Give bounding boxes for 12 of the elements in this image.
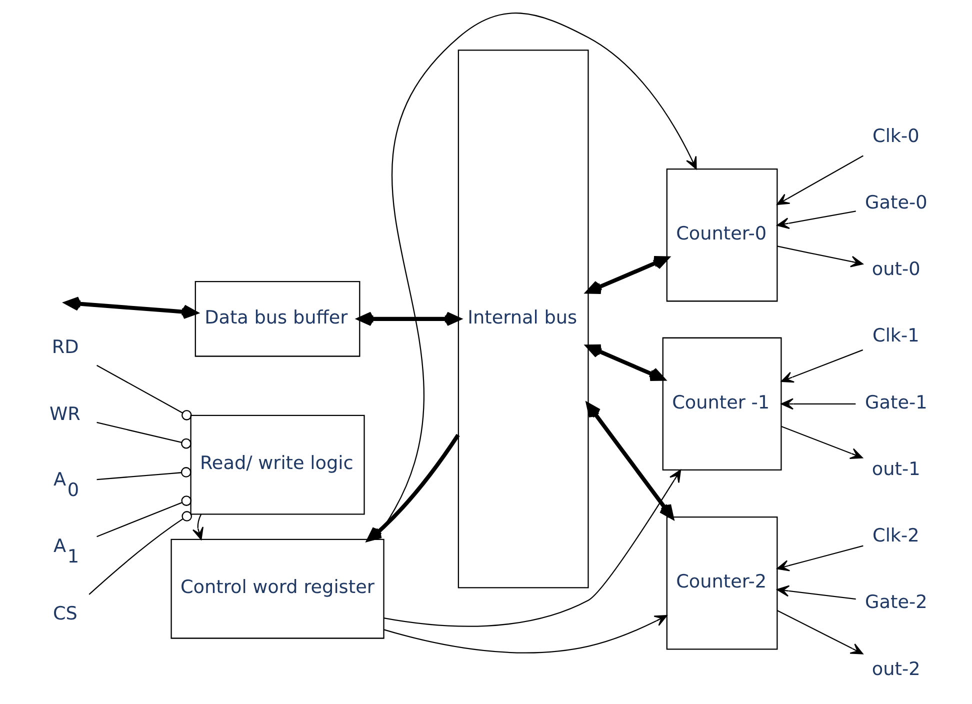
node-text: out-1: [872, 458, 920, 480]
node-text: out-2: [872, 658, 920, 680]
node-text: WR: [50, 404, 80, 425]
node-text: Gate-0: [865, 192, 928, 214]
node-text: out-0: [872, 259, 920, 280]
node-text: Gate-1: [865, 392, 928, 414]
node-text: Clk-1: [872, 326, 920, 347]
node-text: Gate-2: [865, 592, 928, 614]
node-text: Clk-0: [872, 126, 920, 147]
node-text: RD: [52, 337, 79, 358]
node-text: CS: [52, 604, 78, 625]
node-text: Clk-2: [872, 526, 920, 547]
